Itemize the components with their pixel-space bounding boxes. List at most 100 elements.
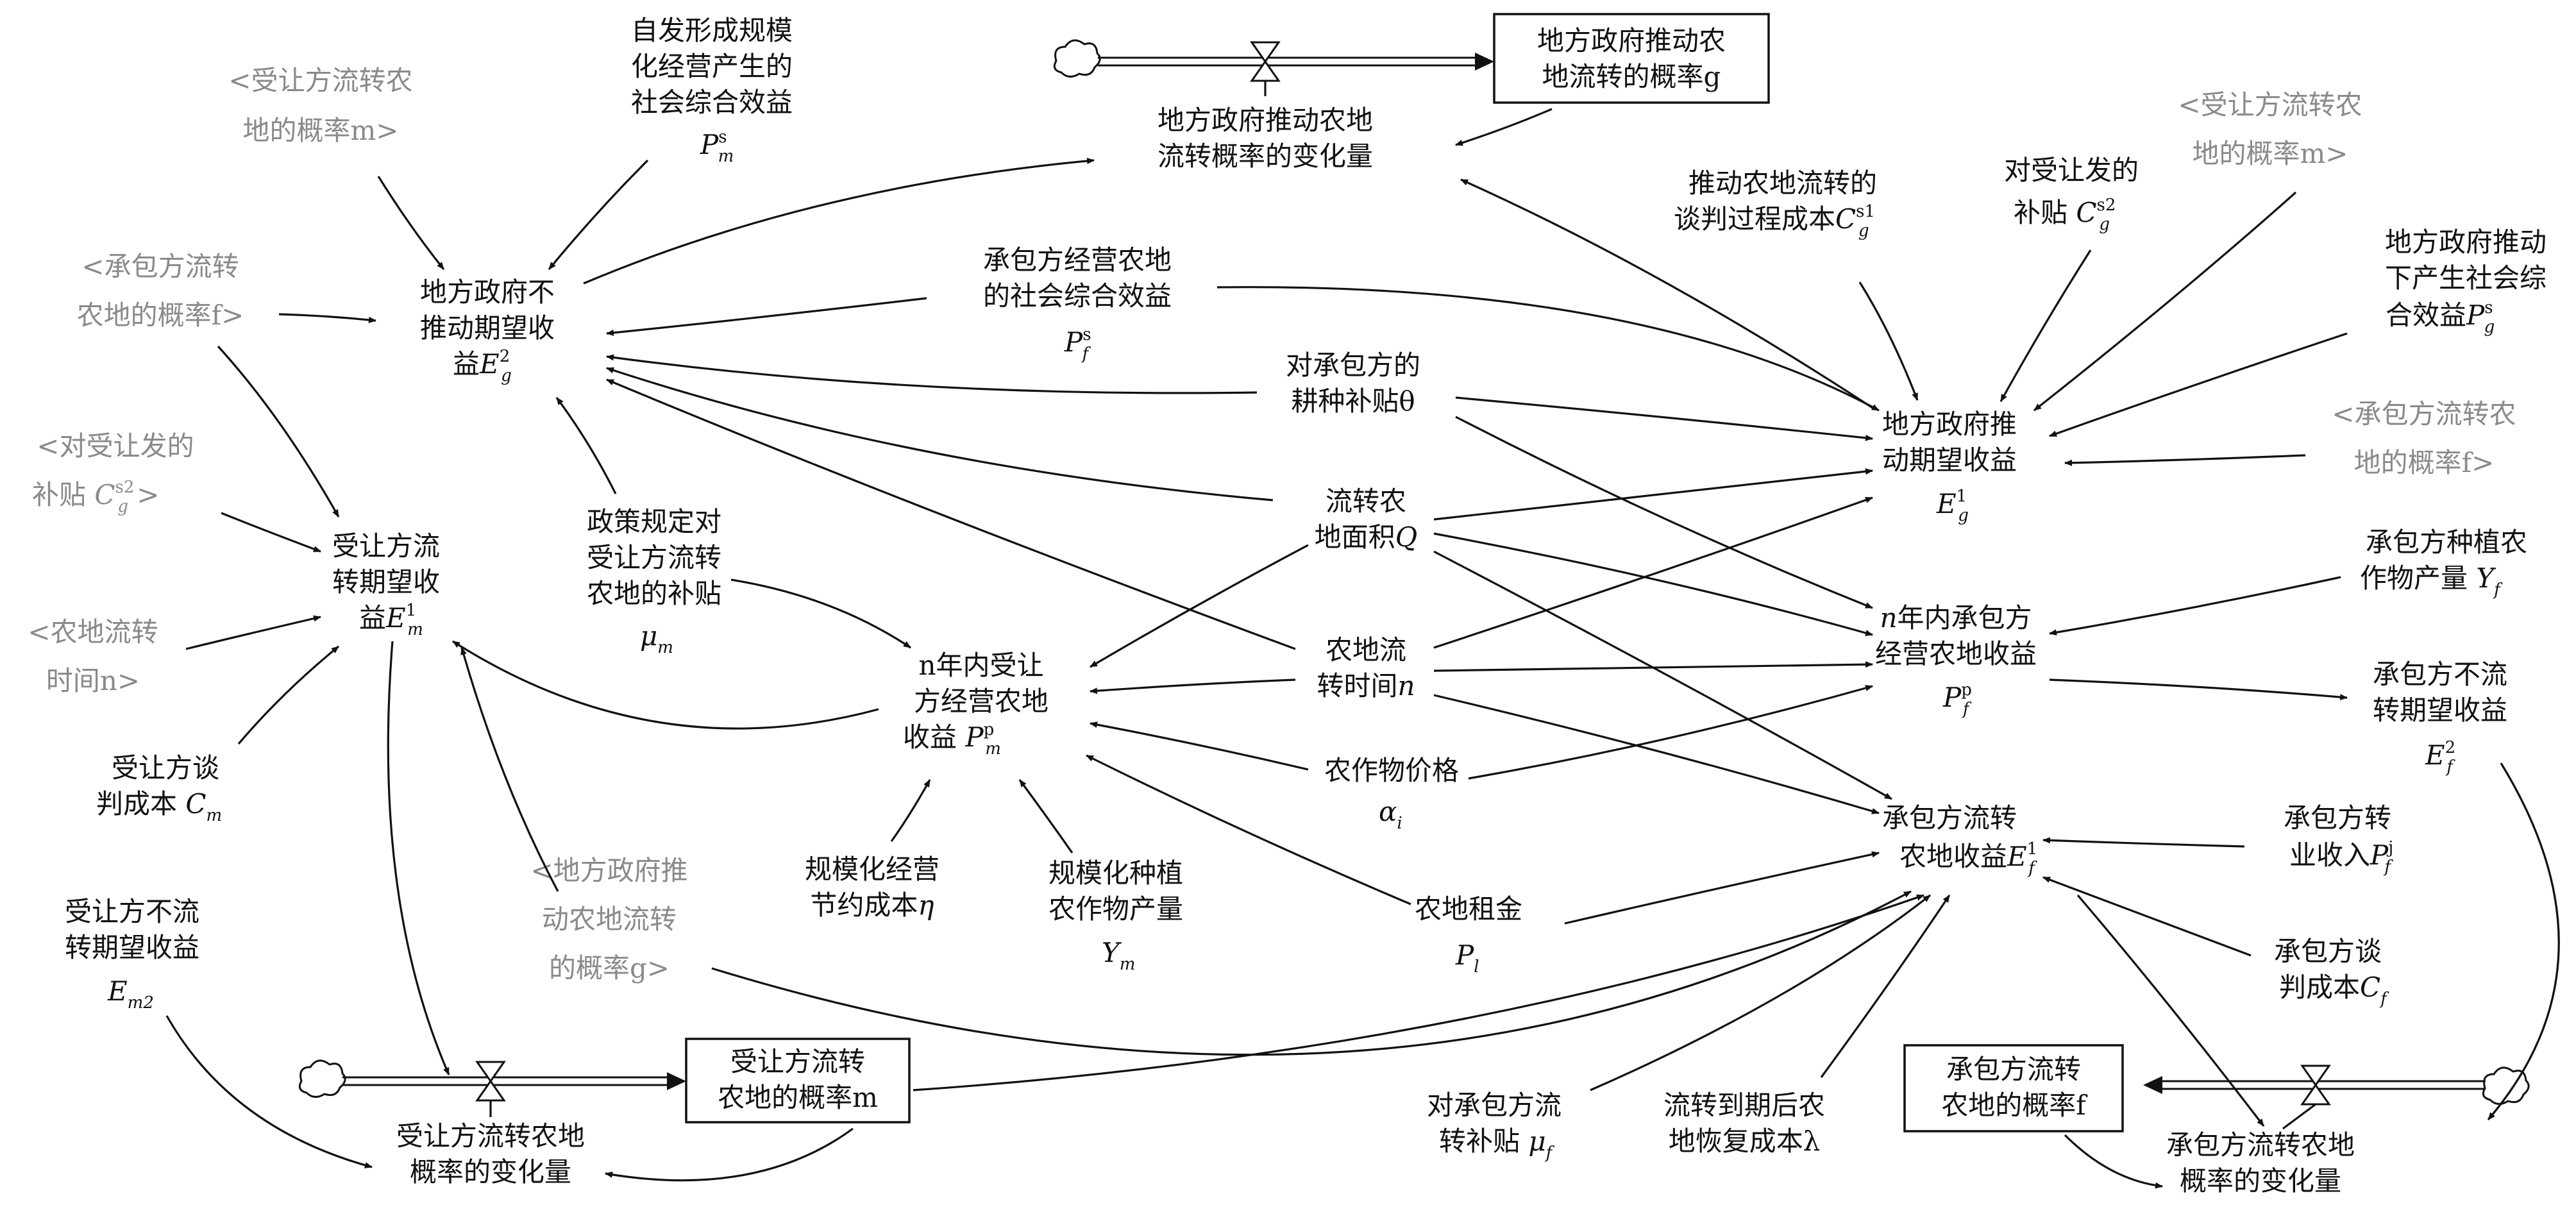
link-price-to-contn (1468, 685, 1873, 780)
flow-g-pipe (1053, 39, 1494, 96)
svg-text:化经营产生的: 化经营产生的 (631, 51, 793, 82)
link-gmid-to-flowm (460, 647, 559, 892)
svg-text:承包方不流: 承包方不流 (2373, 659, 2507, 690)
svg-text:<受让方流转农: <受让方流转农 (228, 65, 412, 96)
svg-text:节约成本η: 节约成本η (810, 889, 934, 921)
svg-text:<对受让发的: <对受让发的 (37, 430, 194, 462)
svg-text:受让方流: 受让方流 (332, 530, 440, 562)
svg-text:转期望收益: 转期望收益 (65, 932, 199, 963)
shadow-f-left: <承包方流转 农地的概率f> (77, 251, 244, 331)
link-yield-to-contn (2049, 576, 2341, 636)
link-area-to-govpush (1433, 468, 1873, 521)
svg-text:地的概率m>: 地的概率m> (242, 115, 398, 146)
svg-text:耕种补贴θ: 耕种补贴θ (1291, 385, 1415, 417)
link-contnonflow-to-flowf (2487, 762, 2560, 1121)
svg-text:受让方不流: 受让方不流 (65, 896, 199, 927)
link-scalecost-to-transn (890, 779, 931, 842)
svg-text:地恢复成本λ: 地恢复成本λ (1669, 1125, 1821, 1157)
link-contn-to-contnonflow (2049, 678, 2348, 701)
node-time: 农地流 转时间n (1317, 634, 1415, 702)
stock-g-line1: 地方政府推动农 (1537, 25, 1726, 56)
svg-text:自发形成规模: 自发形成规模 (631, 15, 793, 46)
link-pushcost-to-govpush (1858, 282, 1919, 401)
svg-text:判成本 Cm: 判成本 Cm (96, 788, 222, 825)
svg-text:地的概率f>: 地的概率f> (2354, 447, 2495, 478)
svg-text:对承包方的: 对承包方的 (1286, 349, 1420, 381)
svg-text:规模化经营: 规模化经营 (805, 854, 939, 885)
svg-text:Pl: Pl (1455, 939, 1479, 977)
link-govpush-to-flowg (1460, 178, 1873, 409)
svg-text:流转农: 流转农 (1326, 485, 1406, 517)
svg-text:社会综合效益: 社会综合效益 (631, 87, 793, 118)
link-timeleft-to-transexp (185, 615, 321, 650)
node-rent: 农地租金 Pl (1415, 893, 1522, 977)
link-mright-to-govpush (2033, 191, 2297, 412)
stock-m-line2: 农地的概率m (718, 1082, 878, 1113)
stock-f-line2: 农地的概率f (1941, 1090, 2088, 1121)
link-nonflow-to-flowm (165, 1015, 373, 1168)
svg-text:的概率g>: 的概率g> (549, 952, 669, 984)
stock-m-box (685, 1038, 911, 1124)
svg-text:地的概率m>: 地的概率m> (2192, 138, 2348, 169)
svg-text:农地租金: 农地租金 (1415, 893, 1522, 925)
link-policy-to-govnotpush (555, 397, 617, 494)
causal-links (165, 108, 2560, 1189)
svg-text:承包方流转: 承包方流转 (1882, 802, 2017, 834)
flow-f-line1: 承包方流转农地 (2166, 1129, 2355, 1161)
node-transferee-neg: 受让方谈 判成本 Cm (96, 752, 222, 825)
flow-g-line2: 流转概率的变化量 (1158, 140, 1373, 172)
svg-text:<农地流转: <农地流转 (28, 616, 158, 648)
svg-text:农作物价格: 农作物价格 (1324, 755, 1459, 786)
svg-text:推动农地流转的: 推动农地流转的 (1688, 167, 1877, 199)
node-transferee-nonflow: 受让方不流 转期望收益 Em2 (65, 896, 199, 1013)
link-conttrans-to-flowf (2076, 894, 2265, 1127)
shadow-f-right: <承包方流转农 地的概率f> (2332, 398, 2516, 478)
link-transn-to-transexp (452, 640, 879, 730)
link-m-to-govnotpush (377, 176, 445, 270)
link-restore-to-conttrans (1820, 895, 1951, 1078)
svg-text:收益 Ppm: 收益 Ppm (903, 720, 1001, 759)
link-fleft-to-transexp (217, 345, 340, 518)
node-scale-yield: 规模化种植 农作物产量 Ym (1048, 857, 1183, 974)
link-farmsub-to-contn (1455, 416, 1873, 609)
svg-text:<承包方流转农: <承包方流转农 (2332, 398, 2516, 430)
flow-m-pipe (298, 1059, 686, 1117)
link-scaleyield-to-transn (1018, 779, 1073, 854)
link-time-to-govpush (1433, 496, 1873, 649)
link-policy-to-transn (730, 578, 911, 649)
svg-text:对承包方流: 对承包方流 (1427, 1090, 1562, 1121)
link-time-to-govnotpush (606, 378, 1296, 650)
link-flowsub-to-conttrans (1590, 894, 1931, 1091)
stock-f-line1: 承包方流转 (1946, 1054, 2081, 1085)
link-gmid-to-conttrans (711, 890, 1912, 1056)
svg-text:E2f: E2f (2425, 738, 2455, 777)
link-m-to-conttrans (913, 894, 1924, 1091)
svg-text:n年内承包方: n年内承包方 (1880, 602, 2032, 634)
link-area-to-contn (1433, 532, 1873, 636)
svg-text:农作物产量: 农作物产量 (1048, 893, 1183, 925)
svg-text:判成本Cf: 判成本Cf (2279, 972, 2389, 1009)
link-area-to-conttrans (1433, 550, 1892, 800)
stock-f-box (1903, 1044, 2124, 1132)
svg-text:承包方谈: 承包方谈 (2274, 936, 2382, 967)
svg-text:转时间n: 转时间n (1317, 670, 1415, 702)
stock-g-box (1493, 13, 1770, 104)
svg-text:地方政府推动: 地方政府推动 (2385, 226, 2547, 258)
link-area-to-govnotpush (606, 367, 1274, 501)
svg-text:<地方政府推: <地方政府推 (530, 855, 687, 886)
